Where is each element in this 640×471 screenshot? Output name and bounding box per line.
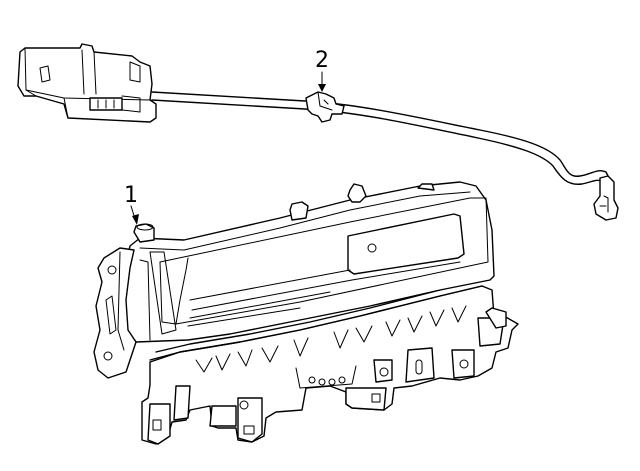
callout-2: 2 bbox=[315, 48, 329, 92]
airbag-module bbox=[93, 181, 519, 445]
callout-1-arrowhead bbox=[132, 214, 139, 225]
wire-harness-clip bbox=[305, 91, 345, 123]
wire-harness bbox=[151, 91, 611, 187]
callout-1: 1 bbox=[124, 183, 139, 225]
callout-2-number: 2 bbox=[315, 48, 329, 73]
harness-connector-left bbox=[17, 43, 157, 123]
callout-2-arrowhead bbox=[318, 84, 326, 92]
harness-connector-right bbox=[593, 175, 619, 221]
callout-1-number: 1 bbox=[124, 183, 138, 208]
